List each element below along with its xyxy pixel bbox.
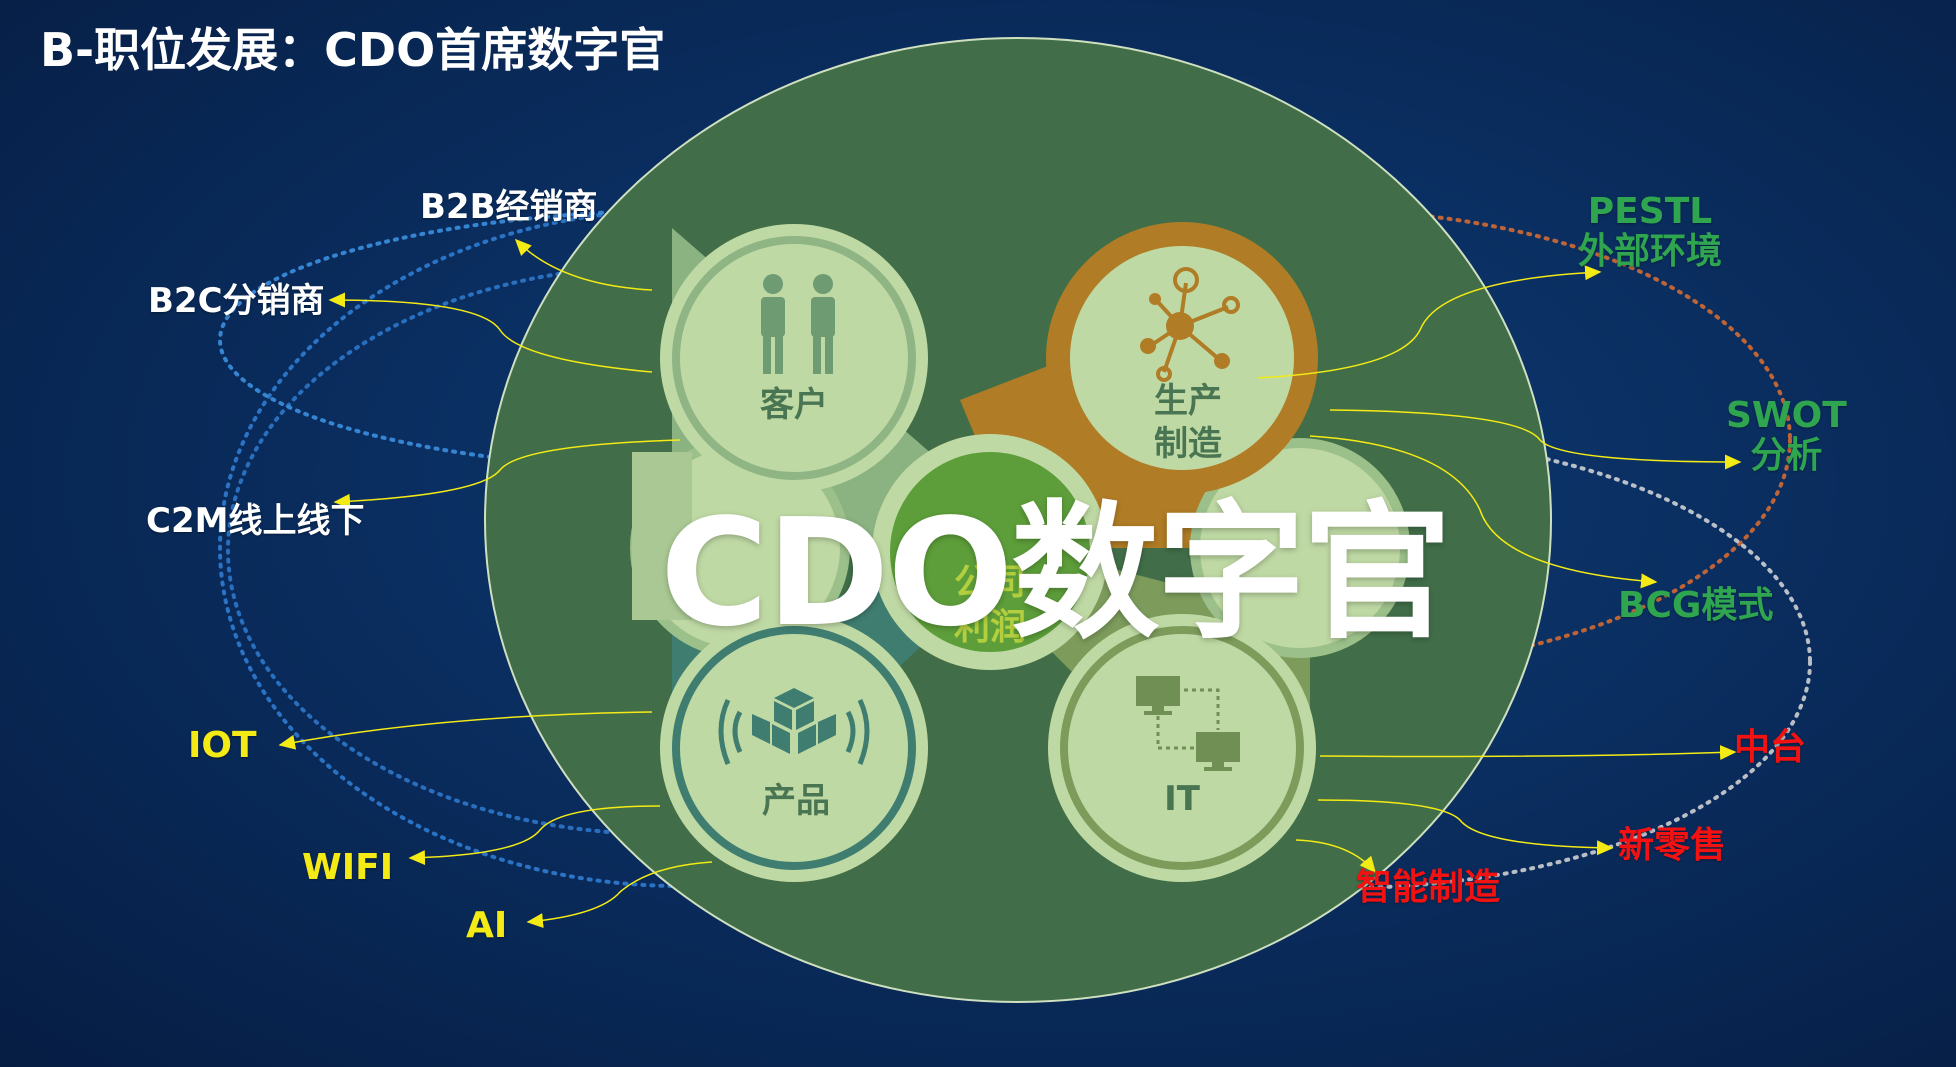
- swot-connector: [1329, 409, 1742, 470]
- iot-connector: [278, 711, 653, 750]
- left-ring-patch: [632, 452, 692, 620]
- product-label: 产品: [762, 781, 830, 821]
- smart-mfg-connector: [1295, 839, 1376, 874]
- b2c-connector: [328, 292, 653, 373]
- b2b-connector: [514, 238, 653, 291]
- label-swot: SWOT 分析: [1726, 395, 1847, 477]
- label-b2c: B2C分销商: [148, 281, 325, 321]
- label-b2b: B2B经销商: [420, 187, 598, 227]
- label-new-retail: 新零售: [1618, 825, 1727, 866]
- boxes-icon: [718, 688, 870, 765]
- label-iot: IOT: [188, 725, 257, 766]
- bcg-connector: [1309, 435, 1658, 589]
- computers-icon: [1136, 676, 1240, 771]
- label-c2m: C2M线上线下: [146, 501, 365, 541]
- it-label: IT: [1164, 779, 1200, 819]
- customer-circle: [672, 236, 916, 480]
- label-wifi: WIFI: [302, 847, 394, 888]
- network-icon-nodes: [1140, 293, 1230, 369]
- ai-connector: [526, 861, 713, 929]
- label-smart-mfg: 智能制造: [1356, 867, 1501, 908]
- page-title: B-职位发展：CDO首席数字官: [40, 23, 666, 77]
- center-title: CDO数字官: [660, 487, 1451, 659]
- right-ring: [1190, 438, 1410, 658]
- customer-label: 客户: [760, 385, 828, 425]
- wifi-connector: [408, 805, 661, 866]
- product-circle: [672, 626, 916, 870]
- people-icon: [761, 274, 835, 374]
- manufacturing-label: 生产 制造: [1154, 381, 1222, 464]
- new-retail-connector: [1317, 799, 1614, 856]
- zhongtai-connector: [1319, 745, 1737, 761]
- pestl-connector: [1257, 265, 1602, 379]
- label-bcg: BCG模式: [1618, 585, 1774, 626]
- c2m-connector: [333, 439, 681, 509]
- center-circle: [890, 452, 1090, 652]
- label-zhongtai: 中台: [1734, 727, 1807, 768]
- label-pestl: PESTL 外部环境: [1578, 191, 1723, 273]
- label-ai: AI: [466, 905, 508, 946]
- profit-label: 公司 利润: [953, 562, 1026, 648]
